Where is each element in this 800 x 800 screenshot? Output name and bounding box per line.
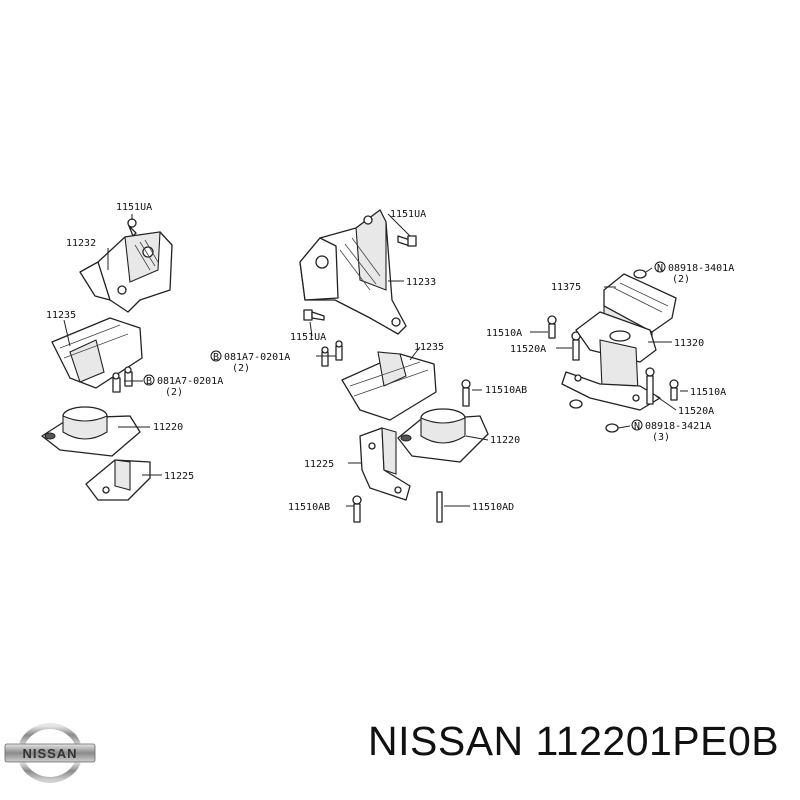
circle-letter-n-bottom: N <box>634 421 640 432</box>
insulator-11220-left <box>41 406 141 457</box>
bolt-1151UA-left <box>127 218 137 237</box>
bolt-11510A-bottom <box>669 379 679 401</box>
label-11520A-top: 11520A <box>510 344 546 355</box>
bolt-11520A-bottom <box>645 367 655 405</box>
label-11220-left: 11220 <box>153 422 183 433</box>
insulator-11320 <box>561 311 661 411</box>
bracket-11225-center <box>359 427 411 501</box>
label-11520A-bottom: 11520A <box>678 406 714 417</box>
circle-letter-b-center: B <box>213 352 219 363</box>
label-081A7-left-qty: (2) <box>165 387 183 398</box>
label-11510A-top: 11510A <box>486 328 522 339</box>
label-11220-center: 11220 <box>490 435 520 446</box>
bracket-11232 <box>79 231 173 313</box>
ref-081A7-center: B 081A7-0201A (2) <box>210 350 290 374</box>
heat-shield-11235-left <box>51 317 143 389</box>
circle-letter-n-top: N <box>657 263 663 274</box>
label-081A7-left: 081A7-0201A <box>157 376 223 387</box>
nissan-logo-text: NISSAN <box>22 746 77 761</box>
label-11510AB-bottom: 11510AB <box>288 502 330 513</box>
bolt-11520A-top <box>571 331 581 361</box>
label-08918-3401A: 08918-3401A <box>668 263 734 274</box>
bracket-11233 <box>299 209 407 335</box>
label-11232: 11232 <box>66 238 96 249</box>
label-11225-left: 11225 <box>164 471 194 482</box>
label-11510AD: 11510AD <box>472 502 514 513</box>
label-11235-left: 11235 <box>46 310 76 321</box>
ref-08918-3401A: N 08918-3401A (2) <box>654 261 734 285</box>
label-11225-center: 11225 <box>304 459 334 470</box>
part-number-caption: NISSAN 112201PE0B <box>368 718 780 764</box>
insulator-11220-center <box>397 408 489 463</box>
bolts-081A7-left <box>112 366 133 393</box>
bolt-1151UA-center-top <box>397 235 417 247</box>
label-08918-3421A-qty: (3) <box>652 432 670 443</box>
label-1151UA-center-bottom: 1151UA <box>290 332 326 343</box>
circle-letter-b-left: B <box>146 376 152 387</box>
stud-11510AD <box>436 491 443 523</box>
ref-081A7-left: B 081A7-0201A (2) <box>143 374 223 398</box>
bolt-11510AB-bottom <box>352 495 362 523</box>
label-11320: 11320 <box>674 338 704 349</box>
label-11510A-bottom: 11510A <box>690 387 726 398</box>
bolts-081A7-center <box>321 340 343 367</box>
bolt-1151UA-center-bottom <box>303 309 325 321</box>
heat-shield-11235-center <box>341 351 437 421</box>
nut-08918-3401A <box>633 269 647 279</box>
bolt-11510AB-top <box>461 379 471 407</box>
label-081A7-center: 081A7-0201A <box>224 352 290 363</box>
bolt-11510A-top <box>547 315 557 339</box>
label-081A7-center-qty: (2) <box>232 363 250 374</box>
label-08918-3421A: 08918-3421A <box>645 421 711 432</box>
label-08918-3401A-qty: (2) <box>672 274 690 285</box>
label-11235-center: 11235 <box>414 342 444 353</box>
label-11233: 11233 <box>406 277 436 288</box>
nissan-logo: NISSAN <box>4 723 96 783</box>
ref-08918-3421A: N 08918-3421A (3) <box>631 419 711 443</box>
bracket-11225-left <box>85 459 151 501</box>
nuts-08918-3421A <box>569 399 619 433</box>
label-11375: 11375 <box>551 282 581 293</box>
label-11510AB-top: 11510AB <box>485 385 527 396</box>
leader-lines <box>63 213 688 507</box>
label-1151UA-center-top: 1151UA <box>390 209 426 220</box>
label-1151UA-left: 1151UA <box>116 202 152 213</box>
